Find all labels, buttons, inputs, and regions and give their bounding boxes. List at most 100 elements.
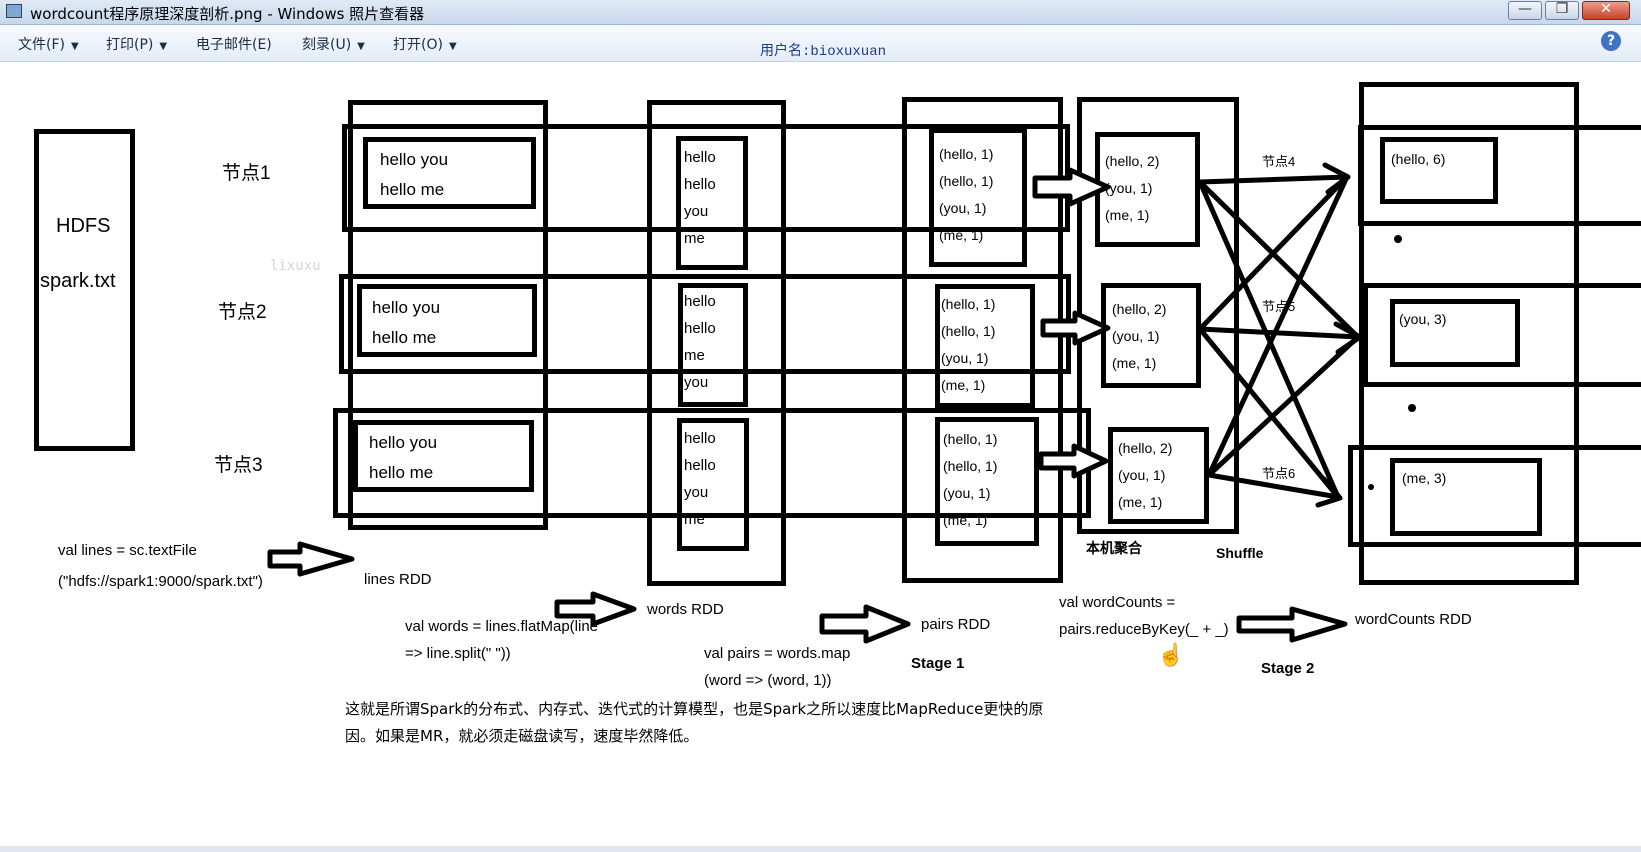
title-bar: wordcount程序原理深度剖析.png - Windows 照片查看器 — … — [0, 0, 1641, 25]
partition-line: hello you — [380, 150, 449, 169]
lines-rdd-column — [348, 100, 548, 530]
partition-line: (hello, 1) — [943, 458, 998, 474]
dropdown-caret-icon: ▼ — [448, 41, 457, 52]
note-text: 这就是所谓Spark的分布式、内存式、迭代式的计算模型，也是Spark之所以速度… — [345, 700, 1044, 718]
partition-line: hello you — [369, 433, 438, 452]
partition-line: you — [684, 203, 709, 220]
maximize-button[interactable]: ❐ — [1545, 1, 1579, 20]
partition-line: you — [684, 374, 709, 391]
partition-box — [678, 283, 748, 407]
menu-file[interactable]: 文件(F)▼ — [18, 37, 79, 53]
help-icon[interactable]: ? — [1601, 31, 1621, 51]
local-agg-label: 本机聚合 — [1086, 540, 1142, 556]
partition-line: hello you — [372, 298, 441, 317]
partition-line: me — [684, 511, 705, 528]
stage-label: Stage 2 — [1261, 660, 1315, 677]
partition-line: (me, 1) — [1118, 494, 1163, 510]
partition-line: me — [684, 230, 705, 247]
words-rdd-column — [647, 100, 786, 586]
menu-email[interactable]: 电子邮件(E) — [196, 37, 272, 53]
partition-line: (me, 1) — [1112, 355, 1157, 371]
partition-line: (you, 1) — [1105, 180, 1153, 196]
hdfs-file-label: spark.txt — [40, 270, 116, 292]
result-text: (me, 3) — [1402, 470, 1447, 486]
dropdown-caret-icon: ▼ — [357, 41, 365, 52]
partition-box — [676, 136, 748, 270]
window-title: wordcount程序原理深度剖析.png - Windows 照片查看器 — [30, 5, 425, 23]
result-box — [1390, 458, 1542, 536]
diagram-arrows — [267, 162, 1416, 644]
shuffle-node-label: 节点6 — [1262, 466, 1296, 481]
partition-box — [353, 420, 534, 492]
menu-open[interactable]: 打开(O)▼ — [393, 37, 457, 53]
rdd-label: wordCounts RDD — [1355, 611, 1472, 628]
partition-line: hello me — [372, 328, 437, 347]
wordcounts-rdd-column — [1359, 82, 1579, 585]
partition-box — [935, 284, 1035, 408]
result-box — [1390, 299, 1520, 367]
status-bar — [0, 846, 1641, 852]
result-row-band — [1363, 283, 1641, 387]
menu-bar: 文件(F)▼ 打印(P)▼ 电子邮件(E) 刻录(U)▼ 打开(O)▼ 用户名:… — [0, 25, 1641, 62]
partition-line: hello — [684, 457, 716, 474]
dropdown-caret-icon: ▼ — [159, 41, 168, 52]
watermark: lixuxu — [270, 258, 321, 274]
pairs-rdd-column — [902, 97, 1063, 583]
partition-line: hello — [684, 320, 716, 337]
partition-box — [935, 417, 1039, 546]
ellipsis-dots — [1368, 235, 1416, 490]
partition-line: hello me — [369, 463, 434, 482]
code-text: pairs.reduceByKey(_ + _) — [1059, 621, 1229, 638]
node-label: 节点3 — [214, 455, 263, 476]
node-label: 节点1 — [222, 163, 271, 184]
partition-line: me — [684, 347, 705, 364]
code-text: val words = lines.flatMap(line — [405, 618, 599, 635]
menu-burn[interactable]: 刻录(U)▼ — [302, 37, 365, 53]
partition-line: (hello, 1) — [939, 146, 994, 162]
code-text: (word => (word, 1)) — [704, 672, 832, 689]
partition-line: (me, 1) — [941, 377, 986, 393]
partition-line: (hello, 1) — [943, 431, 998, 447]
code-text: ("hdfs://spark1:9000/spark.txt") — [58, 573, 263, 590]
shuffle-node-label: 节点4 — [1262, 154, 1296, 169]
partition-line: (hello, 2) — [1105, 153, 1160, 169]
partition-box — [363, 137, 536, 209]
close-button[interactable]: ✕ — [1582, 1, 1630, 20]
rdd-label: lines RDD — [364, 571, 432, 588]
partition-line: (you, 1) — [939, 200, 987, 216]
partition-line: hello — [684, 430, 716, 447]
code-text: val pairs = words.map — [704, 645, 851, 662]
result-row-band — [1358, 125, 1641, 226]
partition-box — [1108, 427, 1209, 524]
partition-line: (you, 1) — [1112, 328, 1160, 344]
partition-line: hello — [684, 176, 716, 193]
partition-box — [357, 284, 537, 357]
partition-line: (me, 1) — [1105, 207, 1150, 223]
rdd-label: pairs RDD — [921, 616, 991, 633]
partition-line: (you, 1) — [941, 350, 989, 366]
image-canvas: HDFS spark.txt lixuxu 节点1 节点2 节点3 hello … — [0, 62, 1641, 852]
rdd-label: words RDD — [647, 601, 724, 618]
node-label: 节点2 — [218, 302, 267, 323]
partition-line: (hello, 1) — [941, 296, 996, 312]
partition-box — [677, 418, 749, 551]
result-text: (you, 3) — [1399, 311, 1447, 327]
stage-label: Stage 1 — [911, 655, 965, 672]
note-text: 因。如果是MR，就必须走磁盘读写，速度毕然降低。 — [345, 727, 699, 745]
partition-box — [1101, 283, 1201, 388]
partition-line: hello — [684, 149, 716, 166]
partition-line: (hello, 2) — [1118, 440, 1173, 456]
partition-line: (you, 1) — [943, 485, 991, 501]
partition-line: (hello, 1) — [939, 173, 994, 189]
hdfs-box — [34, 129, 135, 451]
username-label: 用户名:bioxuxuan — [760, 44, 887, 60]
code-text: val wordCounts = — [1059, 594, 1176, 611]
menu-print[interactable]: 打印(P)▼ — [106, 37, 168, 53]
partition-line: (hello, 2) — [1112, 301, 1167, 317]
partition-line: hello me — [380, 180, 445, 199]
minimize-button[interactable]: — — [1508, 1, 1542, 20]
shuffle-label: Shuffle — [1216, 545, 1264, 561]
code-text: val lines = sc.textFile — [58, 542, 197, 559]
partition-box — [929, 128, 1027, 267]
result-text: (hello, 6) — [1391, 151, 1446, 167]
